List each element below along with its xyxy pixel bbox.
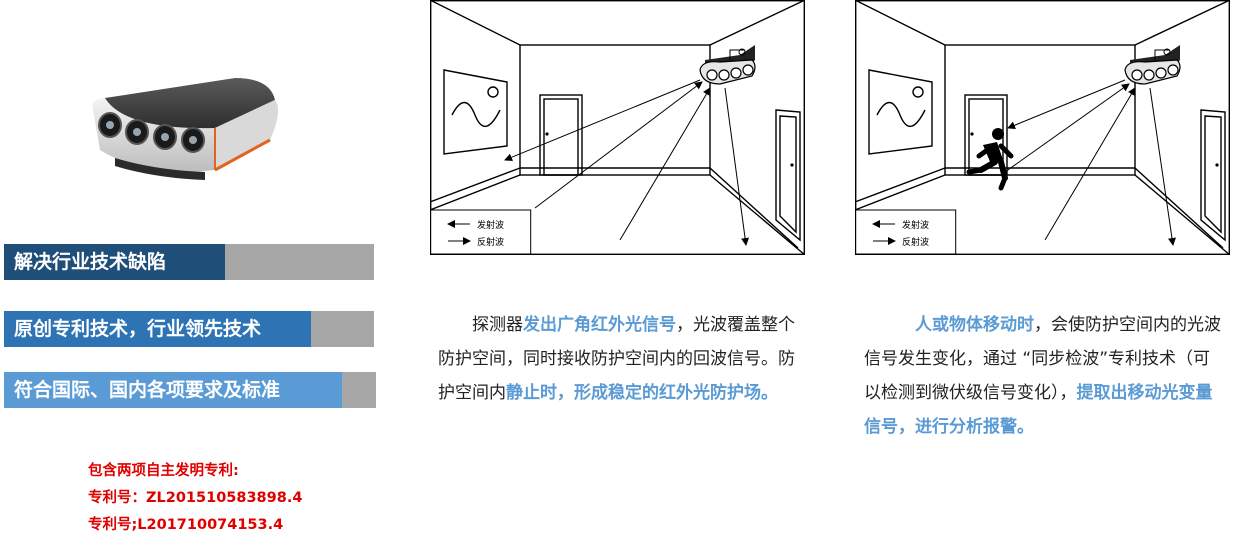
feature-bar-2: 原创专利技术，行业领先技术 [4, 311, 374, 347]
desc2-text-1: ，会使防护空间内的光波信号发生变化，通过 “同步检波”专利技术（可以检测到微伏级… [864, 315, 1221, 403]
feature-label-2: 原创专利技术，行业领先技术 [4, 311, 311, 347]
feature-bar-2-rest [311, 311, 374, 347]
description-motion: 人或物体移动时，会使防护空间内的光波信号发生变化，通过 “同步检波”专利技术（可… [864, 308, 1226, 444]
patent-number-2: 专利号;L201710074153.4 [88, 517, 284, 533]
scene-motion-diagram: 发射波 反射波 [855, 0, 1230, 255]
legend-reflect: 反射波 [477, 236, 504, 248]
desc1-highlight-2: 静止时，形成稳定的红外光防护场。 [506, 383, 778, 403]
desc1-text-2: ，光波覆盖整个防护空间，同时接收防护空间内的回波信号。防护空间内 [438, 315, 795, 403]
desc1-text-1: 探测器 [472, 315, 523, 335]
patent-heading: 包含两项自主发明专利: [88, 463, 239, 479]
product-image [92, 78, 279, 180]
patent-info: 包含两项自主发明专利: 专利号：ZL201510583898.4 专利号;L20… [88, 458, 302, 539]
feature-bar-3-rest [342, 372, 376, 408]
desc2-highlight-1: 人或物体移动时 [915, 315, 1034, 335]
feature-bar-3: 符合国际、国内各项要求及标准 [4, 372, 376, 408]
feature-bar-1-rest [225, 244, 374, 280]
legend-emit-2: 发射波 [902, 219, 929, 231]
feature-label-1: 解决行业技术缺陷 [4, 244, 225, 280]
desc1-highlight-1: 发出广角红外光信号 [523, 315, 676, 335]
legend-emit: 发射波 [477, 219, 504, 231]
feature-bar-1: 解决行业技术缺陷 [4, 244, 374, 280]
scene-static-diagram: 发射波 反射波 [430, 0, 805, 255]
desc2-highlight-2: 提取出移动光变量信号，进行分析报警。 [864, 383, 1213, 437]
feature-label-3: 符合国际、国内各项要求及标准 [4, 372, 342, 408]
legend-reflect-2: 反射波 [902, 236, 929, 248]
patent-number-1: 专利号：ZL201510583898.4 [88, 490, 303, 506]
description-static: 探测器发出广角红外光信号，光波覆盖整个防护空间，同时接收防护空间内的回波信号。防… [438, 308, 798, 410]
